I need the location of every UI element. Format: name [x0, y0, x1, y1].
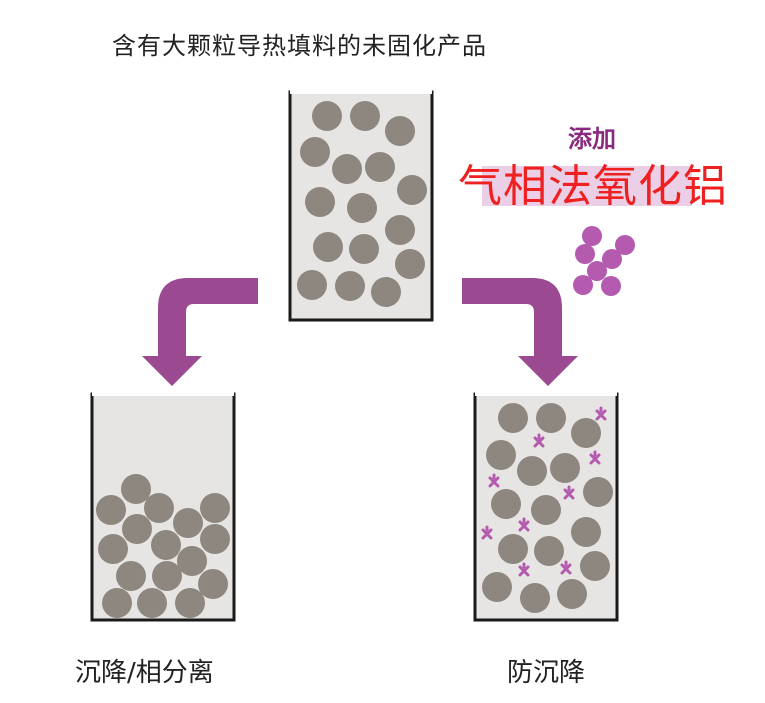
container-settled-particles	[96, 474, 230, 618]
container-dispersed-alumina	[481, 406, 607, 577]
container-top	[288, 90, 434, 322]
container-dispersed-particles	[482, 403, 613, 613]
container-top-particles	[297, 101, 427, 307]
additive-name-label: 气相法氧化铝	[458, 161, 728, 212]
additive-verb-label: 添加	[568, 125, 616, 153]
container-settled	[90, 392, 236, 622]
caption-anti-settling: 防沉降	[507, 658, 586, 688]
left-arrow	[142, 278, 258, 386]
alumina-particles-cluster	[573, 226, 635, 296]
caption-settling: 沉降/相分离	[75, 658, 214, 688]
diagram-title: 含有大颗粒导热填料的未固化产品	[112, 32, 487, 60]
container-dispersed	[473, 392, 619, 622]
product-label-highlight	[482, 166, 692, 206]
right-arrow	[462, 278, 578, 386]
